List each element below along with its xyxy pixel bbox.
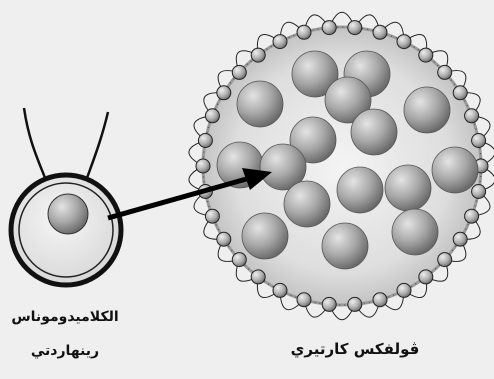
somatic-cell (453, 86, 467, 100)
somatic-cell (273, 283, 287, 297)
daughter-colony (237, 81, 283, 127)
daughter-colony (284, 181, 330, 227)
somatic-cell (251, 48, 265, 62)
somatic-cell (397, 35, 411, 49)
daughter-colony (392, 209, 438, 255)
somatic-cell (196, 159, 210, 173)
somatic-cell (273, 35, 287, 49)
somatic-cell (438, 253, 452, 267)
chlamydomonas-label-line1: الكلاميدوموناس (0, 309, 130, 325)
somatic-cell (373, 293, 387, 307)
somatic-cell (232, 65, 246, 79)
daughter-colony (432, 147, 478, 193)
somatic-cell (472, 134, 486, 148)
somatic-cell (373, 25, 387, 39)
chlamydomonas-label-line2: رينهاردتي (0, 343, 130, 359)
volvox-colony (189, 12, 494, 319)
daughter-colony (404, 87, 450, 133)
somatic-cell (205, 209, 219, 223)
volvox-label: ڤولفكس كارتيري (270, 340, 440, 358)
somatic-cell (348, 21, 362, 35)
somatic-cell (348, 297, 362, 311)
somatic-cell (217, 232, 231, 246)
chlamydomonas-cell (11, 108, 121, 285)
somatic-cell (251, 270, 265, 284)
somatic-cell (322, 21, 336, 35)
daughter-colony (322, 223, 368, 269)
somatic-cell (205, 109, 219, 123)
somatic-cell (453, 232, 467, 246)
daughter-colony (242, 213, 288, 259)
daughter-colony (351, 109, 397, 155)
somatic-cell (198, 134, 212, 148)
daughter-colony (337, 167, 383, 213)
somatic-cell (465, 209, 479, 223)
somatic-cell (438, 65, 452, 79)
somatic-cell (472, 185, 486, 199)
somatic-cell (419, 270, 433, 284)
somatic-cell (419, 48, 433, 62)
somatic-cell (397, 283, 411, 297)
somatic-cell (322, 297, 336, 311)
somatic-cell (297, 293, 311, 307)
somatic-cell (217, 86, 231, 100)
somatic-cell (297, 25, 311, 39)
daughter-colony (385, 165, 431, 211)
chlamydomonas-nucleus (48, 194, 88, 234)
somatic-cell (232, 253, 246, 267)
somatic-cell (465, 109, 479, 123)
